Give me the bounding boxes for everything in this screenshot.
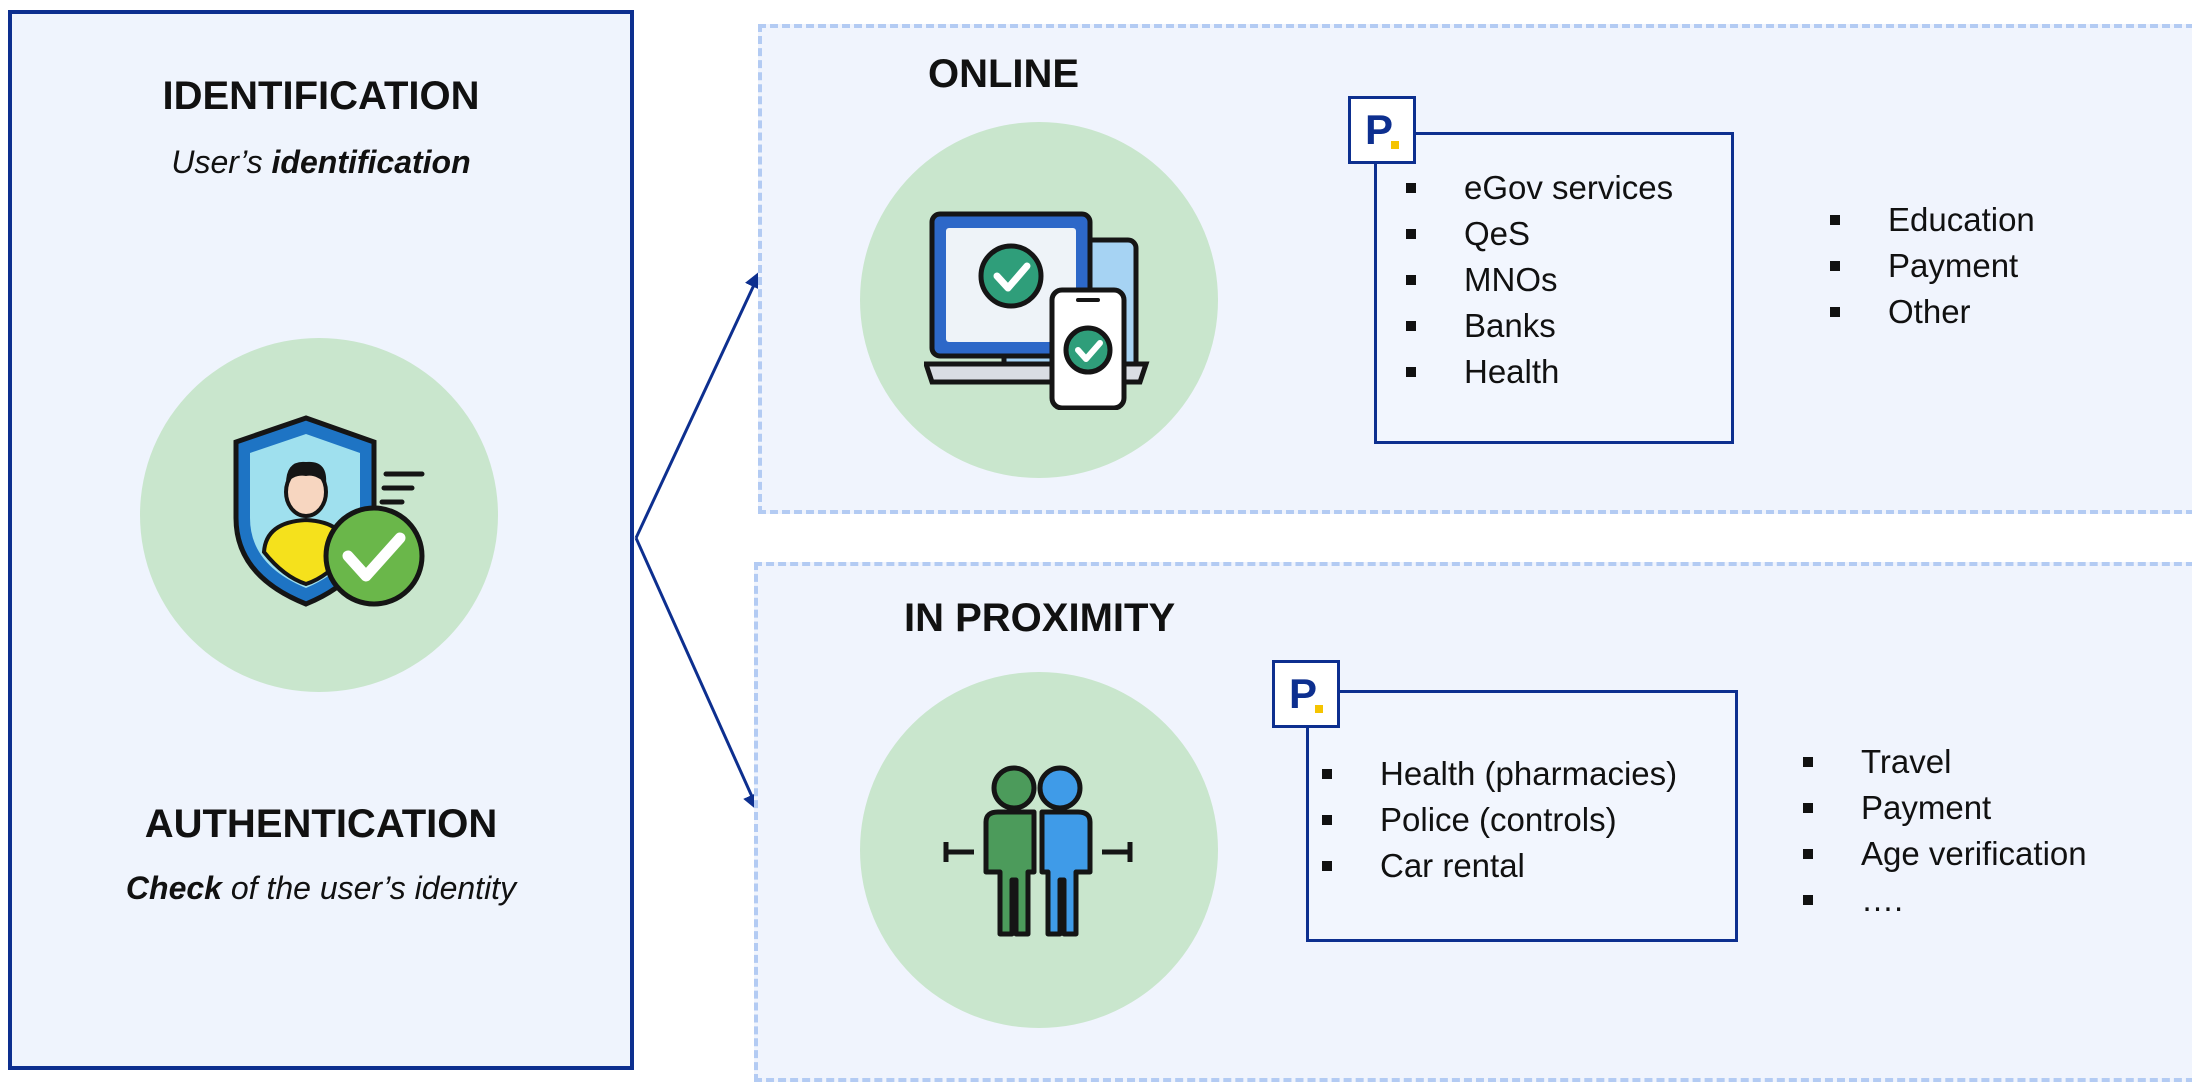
online-services-box [1374,132,1734,444]
authentication-title: AUTHENTICATION [144,802,498,846]
online-title: ONLINE [928,52,1080,96]
two-people-distance-icon [943,765,1133,937]
list-item: …. [1803,877,2087,923]
list-item: Other [1830,289,2035,335]
list-item: Banks [1406,303,1673,349]
devices-check-icon [924,211,1150,410]
list-item: Payment [1803,785,2087,831]
proximity-p-logo: P [1272,660,1340,728]
online-other-list: Education Payment Other [1830,197,2035,335]
list-item: Payment [1830,243,2035,289]
authentication-sub-suffix: of the user’s identity [221,870,517,906]
authentication-subtitle: Check of the user’s identity [8,870,634,907]
list-item: eGov services [1406,165,1673,211]
list-item: Health (pharmacies) [1322,751,1677,797]
list-item: Age verification [1803,831,2087,877]
arrow-to-proximity [634,537,760,812]
proximity-circle [860,672,1218,1028]
identification-subtitle: User’s identification [8,144,634,181]
list-item: Health [1406,349,1673,395]
online-p-logo: P [1348,96,1416,164]
list-item: MNOs [1406,257,1673,303]
authentication-sub-bold: Check [125,870,222,906]
online-services-list: eGov services QeS MNOs Banks Health [1406,165,1673,395]
proximity-services-list: Health (pharmacies) Police (controls) Ca… [1322,751,1677,889]
list-item: QeS [1406,211,1673,257]
user-shield-check-icon [233,415,425,607]
list-item: Education [1830,197,2035,243]
identification-sub-bold: identification [271,144,471,180]
arrow-to-online [634,270,762,539]
identification-sub-prefix: User’s [171,144,272,180]
proximity-logo-letter: P [1289,670,1318,717]
proximity-title: IN PROXIMITY [904,596,1176,640]
list-item: Car rental [1322,843,1677,889]
proximity-other-list: Travel Payment Age verification …. [1803,739,2087,923]
online-logo-dot [1391,141,1399,149]
proximity-services-box [1306,690,1738,942]
identification-title: IDENTIFICATION [162,74,480,118]
proximity-logo-dot [1315,705,1323,713]
online-logo-letter: P [1365,106,1394,153]
list-item: Travel [1803,739,2087,785]
branch-arrows [634,270,762,812]
list-item: Police (controls) [1322,797,1677,843]
